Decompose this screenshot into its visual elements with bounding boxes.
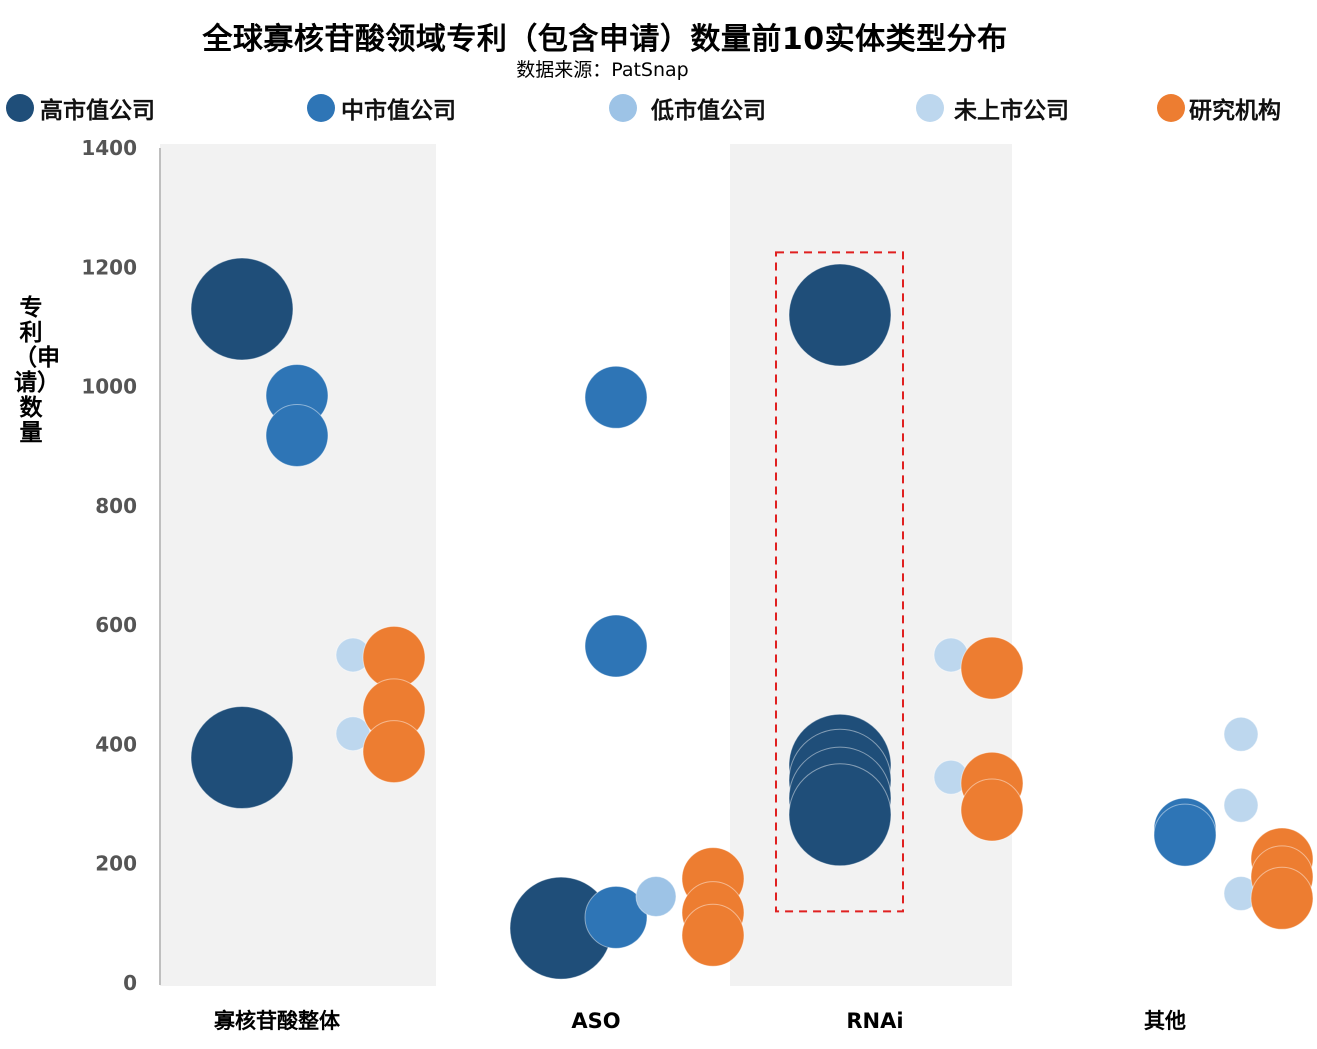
legend-marker	[916, 94, 944, 122]
legend-marker	[609, 94, 637, 122]
legend-label: 未上市公司	[954, 98, 1069, 124]
bubble	[788, 263, 892, 367]
highlight-box	[775, 251, 904, 913]
y-tick-label: 1200	[81, 255, 137, 279]
bubble	[960, 636, 1024, 700]
legend-label: 高市值公司	[40, 98, 155, 124]
legend-label: 低市值公司	[651, 98, 766, 124]
bubble	[584, 614, 648, 678]
legend-marker	[1157, 94, 1185, 122]
bubble	[635, 876, 677, 918]
x-axis-labels: 寡核苷酸整体 ASO RNAi 其他	[213, 1009, 1186, 1033]
bubble	[190, 706, 294, 810]
chart-title: 全球寡核苷酸领域专利（包含申请）数量前10实体类型分布	[202, 22, 1008, 57]
legend-item-unlisted: 未上市公司	[916, 92, 1069, 124]
highlight-overlay	[775, 251, 904, 913]
legend-marker	[307, 94, 335, 122]
x-category-label: 其他	[1144, 1009, 1186, 1033]
bubble	[1153, 803, 1217, 867]
bubble	[584, 365, 648, 429]
x-category-label: ASO	[571, 1009, 620, 1033]
y-tick-label: 600	[95, 613, 137, 637]
chart-subtitle: 数据来源：PatSnap	[516, 59, 689, 81]
bubble	[584, 885, 648, 949]
x-category-label: RNAi	[846, 1009, 903, 1033]
x-category-label: 寡核苷酸整体	[213, 1009, 341, 1033]
y-tick-label: 400	[95, 732, 137, 756]
y-tick-label: 800	[95, 494, 137, 518]
legend-item-research: 研究机构	[1157, 92, 1281, 124]
legend-label: 中市值公司	[341, 98, 456, 124]
legend-item-low-cap: 低市值公司	[609, 92, 766, 124]
y-axis: 0 200 400 600 800 1000 1200 1400	[81, 136, 161, 995]
category-band	[730, 144, 1012, 986]
bubble	[960, 778, 1024, 842]
bubble	[681, 903, 745, 967]
y-tick-label: 0	[123, 971, 137, 995]
legend-label: 研究机构	[1189, 98, 1281, 124]
bubble	[265, 403, 329, 467]
bubble	[1223, 787, 1259, 823]
y-tick-label: 1400	[81, 136, 137, 160]
y-tick-label: 1000	[81, 375, 137, 399]
legend-item-mid-cap: 中市值公司	[307, 92, 456, 124]
bubble	[1250, 866, 1314, 930]
bubble	[362, 720, 426, 784]
category-band	[160, 144, 436, 986]
bubbles	[190, 257, 1314, 980]
legend-marker	[6, 94, 34, 122]
bubble	[788, 763, 892, 867]
bubble	[1223, 716, 1259, 752]
category-bands	[160, 144, 1012, 986]
legend-item-high-cap: 高市值公司	[6, 92, 155, 124]
bubble	[190, 257, 294, 361]
y-tick-label: 200	[95, 852, 137, 876]
